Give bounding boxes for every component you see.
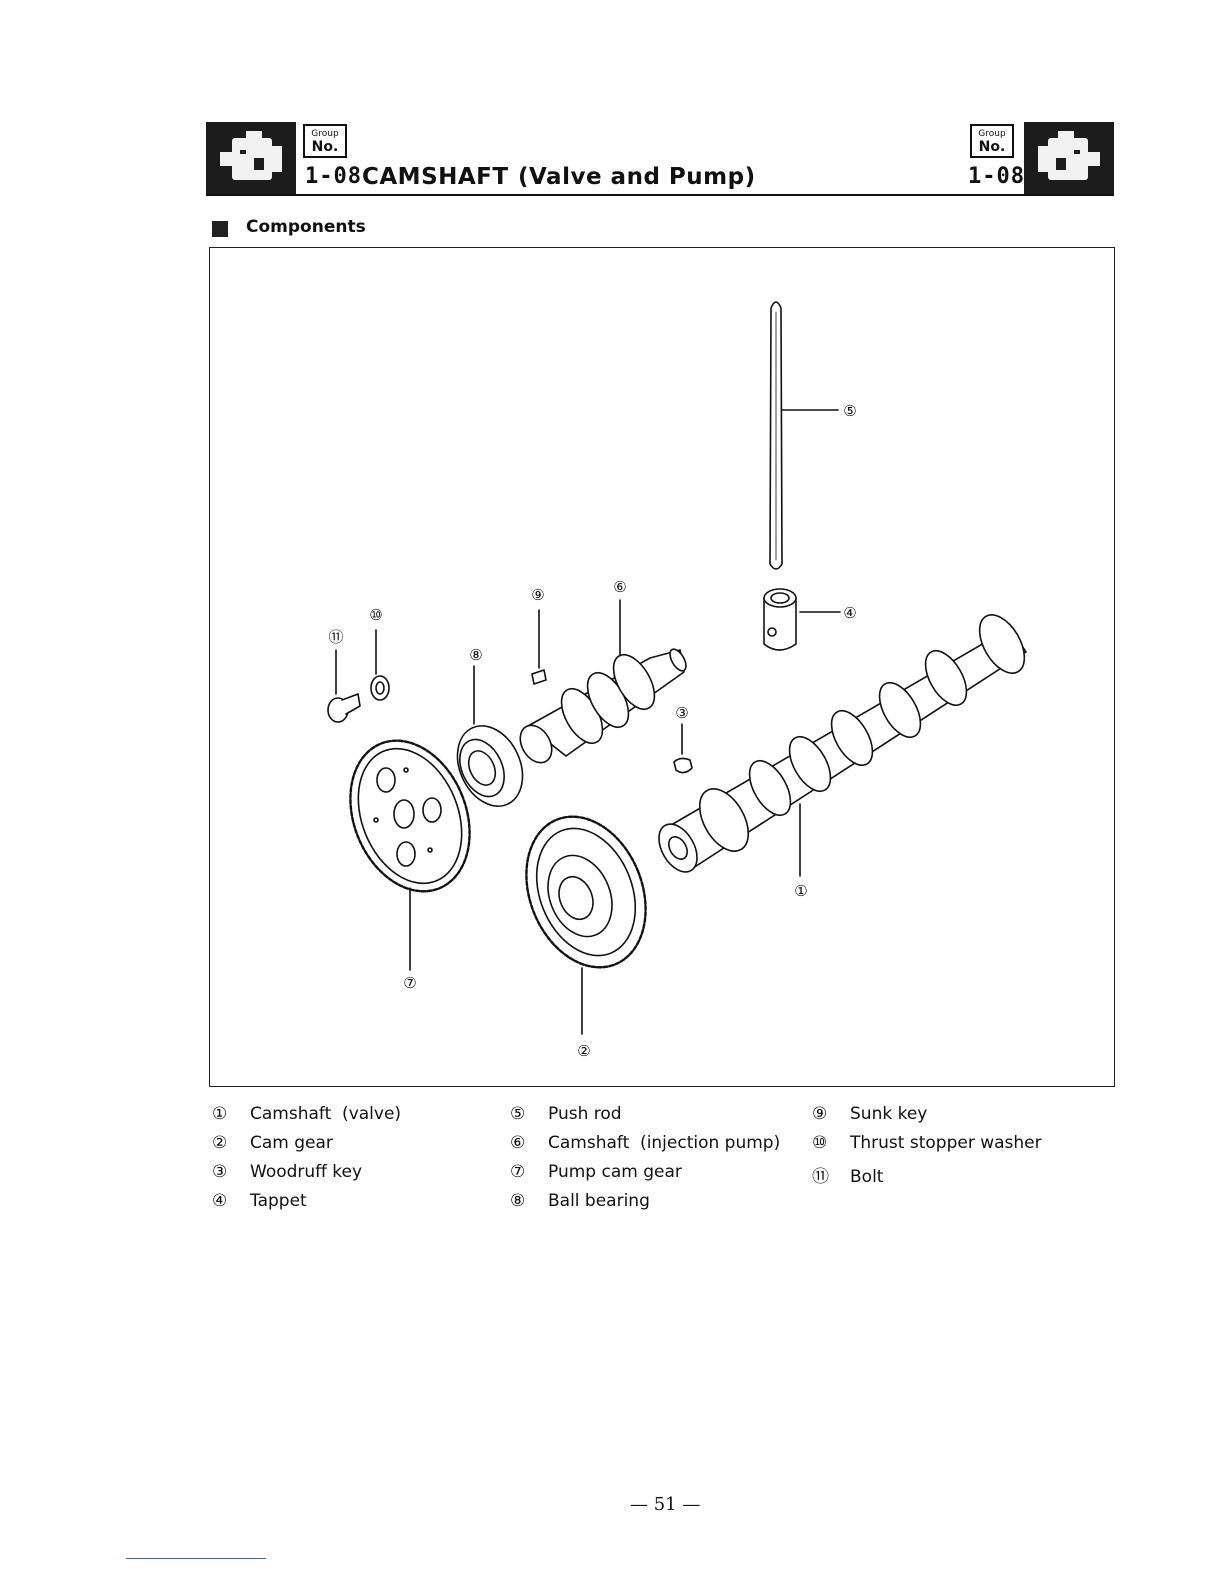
callout-7: ⑦ bbox=[403, 974, 416, 992]
tappet-drawing bbox=[764, 589, 840, 650]
callout-11: ⑪ bbox=[328, 628, 343, 646]
no-label: No. bbox=[305, 140, 345, 154]
callout-8: ⑧ bbox=[469, 646, 482, 664]
callout-6: ⑥ bbox=[613, 578, 626, 596]
legend-number: ① bbox=[212, 1104, 250, 1124]
callout-4: ④ bbox=[843, 604, 856, 622]
group-number-box-left: Group No. bbox=[303, 124, 347, 158]
legend-number: ⑩ bbox=[812, 1133, 850, 1153]
legend-label: Camshaft (injection pump) bbox=[548, 1133, 780, 1153]
woodruff-key-drawing bbox=[674, 724, 692, 773]
legend-label: Tappet bbox=[250, 1191, 307, 1211]
group-number-right: 1-08 bbox=[968, 164, 1025, 189]
legend-number: ⑪ bbox=[812, 1162, 850, 1187]
valve-camshaft-drawing bbox=[651, 607, 1033, 878]
components-figure: ① ② ③ ④ ⑤ ⑥ ⑦ ⑧ ⑨ ⑩ ⑪ bbox=[209, 247, 1115, 1087]
legend-number: ④ bbox=[212, 1191, 250, 1211]
page-subtitle: (Valve and Pump) bbox=[518, 164, 756, 190]
section-title: Components bbox=[246, 217, 366, 237]
legend-number: ⑨ bbox=[812, 1104, 850, 1124]
callout-9: ⑨ bbox=[531, 586, 544, 604]
callout-5: ⑤ bbox=[843, 402, 856, 420]
legend-number: ② bbox=[212, 1133, 250, 1153]
no-label-right: No. bbox=[972, 140, 1012, 154]
engine-group-icon-left bbox=[206, 122, 296, 194]
bolt-drawing bbox=[328, 650, 360, 722]
footer-line bbox=[126, 1558, 266, 1559]
header-rule bbox=[206, 194, 1114, 196]
thrust-washer-drawing bbox=[371, 630, 389, 700]
legend-label: Woodruff key bbox=[250, 1162, 362, 1182]
engine-group-icon-right bbox=[1024, 122, 1114, 194]
callout-2: ② bbox=[577, 1042, 590, 1060]
callout-3: ③ bbox=[675, 704, 688, 722]
legend-label: Ball bearing bbox=[548, 1191, 650, 1211]
exploded-view-drawing: ① ② ③ ④ ⑤ ⑥ ⑦ ⑧ ⑨ ⑩ ⑪ bbox=[210, 248, 1116, 1088]
legend-number: ⑦ bbox=[510, 1162, 548, 1182]
legend-label: Pump cam gear bbox=[548, 1162, 682, 1182]
legend-label: Camshaft (valve) bbox=[250, 1104, 401, 1124]
legend-number: ⑧ bbox=[510, 1191, 548, 1211]
legend-label: Thrust stopper washer bbox=[850, 1133, 1042, 1153]
legend-number: ⑤ bbox=[510, 1104, 548, 1124]
callout-1: ① bbox=[794, 882, 807, 900]
page-number: — 51 — bbox=[630, 1494, 700, 1515]
section-bullet-icon bbox=[212, 221, 228, 237]
callout-10: ⑩ bbox=[369, 606, 382, 624]
legend-number: ③ bbox=[212, 1162, 250, 1182]
legend-label: Cam gear bbox=[250, 1133, 333, 1153]
page-title: CAMSHAFT bbox=[362, 164, 509, 190]
legend-label: Push rod bbox=[548, 1104, 622, 1124]
group-number-left: 1-08 bbox=[305, 164, 362, 189]
legend-number: ⑥ bbox=[510, 1133, 548, 1153]
sunk-key-drawing bbox=[532, 610, 546, 684]
push-rod-drawing bbox=[770, 302, 838, 569]
legend-label: Bolt bbox=[850, 1167, 883, 1187]
group-number-box-right: Group No. bbox=[970, 124, 1014, 158]
pump-camshaft-drawing bbox=[514, 600, 689, 768]
legend-label: Sunk key bbox=[850, 1104, 927, 1124]
cam-gear-drawing bbox=[505, 799, 667, 1034]
